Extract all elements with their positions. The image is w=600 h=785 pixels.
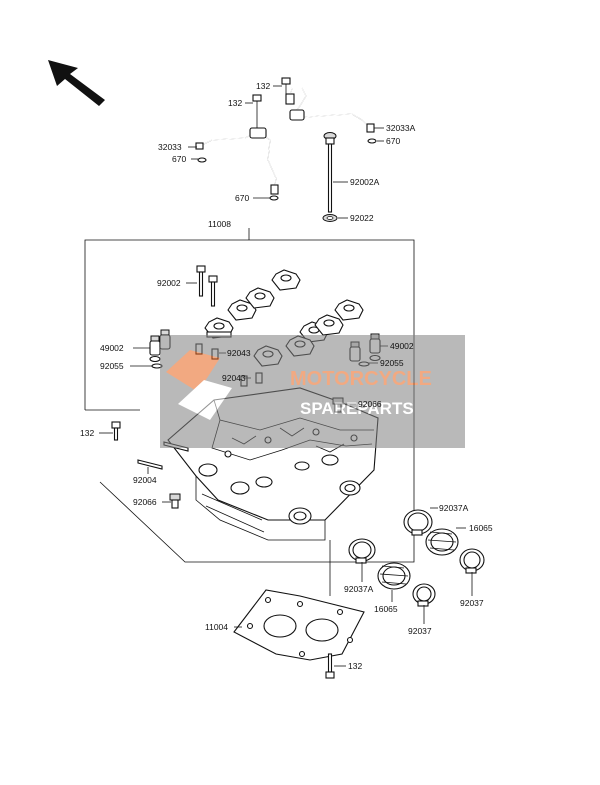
label-92037a-lower: 92037A bbox=[344, 584, 374, 594]
label-670-c: 670 bbox=[386, 136, 400, 146]
label-49002-right: 49002 bbox=[390, 341, 414, 351]
watermark-line-2: SPAREPARTS bbox=[300, 399, 414, 418]
watermark-emblem bbox=[166, 350, 220, 392]
label-132-c: 132 bbox=[80, 428, 94, 438]
label-92043-b: 92043 bbox=[222, 373, 246, 383]
banjo-bolt-132-b bbox=[252, 94, 262, 128]
label-92037a-upper: 92037A bbox=[439, 503, 469, 513]
label-132-b: 132 bbox=[228, 98, 242, 108]
label-32033a: 32033A bbox=[386, 123, 416, 133]
label-670-a: 670 bbox=[172, 154, 186, 164]
washer-92022 bbox=[322, 214, 338, 222]
cap-bolts-92002 bbox=[196, 265, 218, 307]
oring-670-c bbox=[367, 138, 377, 144]
watermark-logo: MOTORCYCLE SPAREPARTS bbox=[160, 335, 465, 448]
label-11008: 11008 bbox=[208, 219, 231, 229]
label-670-b: 670 bbox=[235, 193, 249, 203]
holder-16065-lower bbox=[377, 562, 411, 590]
oil-pipe-left bbox=[195, 127, 279, 195]
bolt-132-left bbox=[111, 421, 121, 441]
oil-plug-49002-left bbox=[149, 335, 161, 363]
label-92022: 92022 bbox=[350, 213, 374, 223]
label-92002a: 92002A bbox=[350, 177, 380, 187]
label-92002: 92002 bbox=[157, 278, 181, 288]
long-bolt-92002a bbox=[323, 132, 337, 213]
label-11004: 11004 bbox=[205, 622, 228, 632]
label-49002-left: 49002 bbox=[100, 343, 124, 353]
label-16065-upper: 16065 bbox=[469, 523, 493, 533]
label-132-d: 132 bbox=[348, 661, 362, 671]
label-16065-lower: 16065 bbox=[374, 604, 398, 614]
clamp-92037a-upper bbox=[403, 509, 433, 536]
banjo-bolt-132-a bbox=[281, 77, 291, 100]
label-92037-right: 92037 bbox=[460, 598, 484, 608]
label-32033: 32033 bbox=[158, 142, 182, 152]
oring-670-a bbox=[197, 157, 207, 163]
bolt-132-bottom bbox=[325, 653, 335, 679]
label-92066-upper: 92066 bbox=[358, 399, 382, 409]
label-92055-right: 92055 bbox=[380, 358, 404, 368]
head-gasket-11004 bbox=[233, 589, 365, 661]
label-92066-lower: 92066 bbox=[133, 497, 157, 507]
label-92055-left: 92055 bbox=[100, 361, 124, 371]
label-92043-a: 92043 bbox=[227, 348, 251, 358]
oil-pipe-right bbox=[285, 87, 375, 133]
clamp-92037a-lower bbox=[348, 538, 376, 564]
oring-670-b bbox=[269, 195, 279, 201]
leader-lines bbox=[99, 85, 473, 667]
clamp-92037-lower bbox=[412, 583, 436, 607]
label-92037-lower: 92037 bbox=[408, 626, 432, 636]
watermark-line-1: MOTORCYCLE bbox=[290, 368, 432, 390]
label-132-a: 132 bbox=[256, 81, 270, 91]
clamp-92037-right bbox=[459, 548, 485, 574]
arrow-up-left-icon bbox=[48, 60, 105, 106]
holder-16065-upper bbox=[425, 528, 459, 556]
label-92004: 92004 bbox=[133, 475, 157, 485]
plug-92066-lower bbox=[169, 493, 181, 509]
